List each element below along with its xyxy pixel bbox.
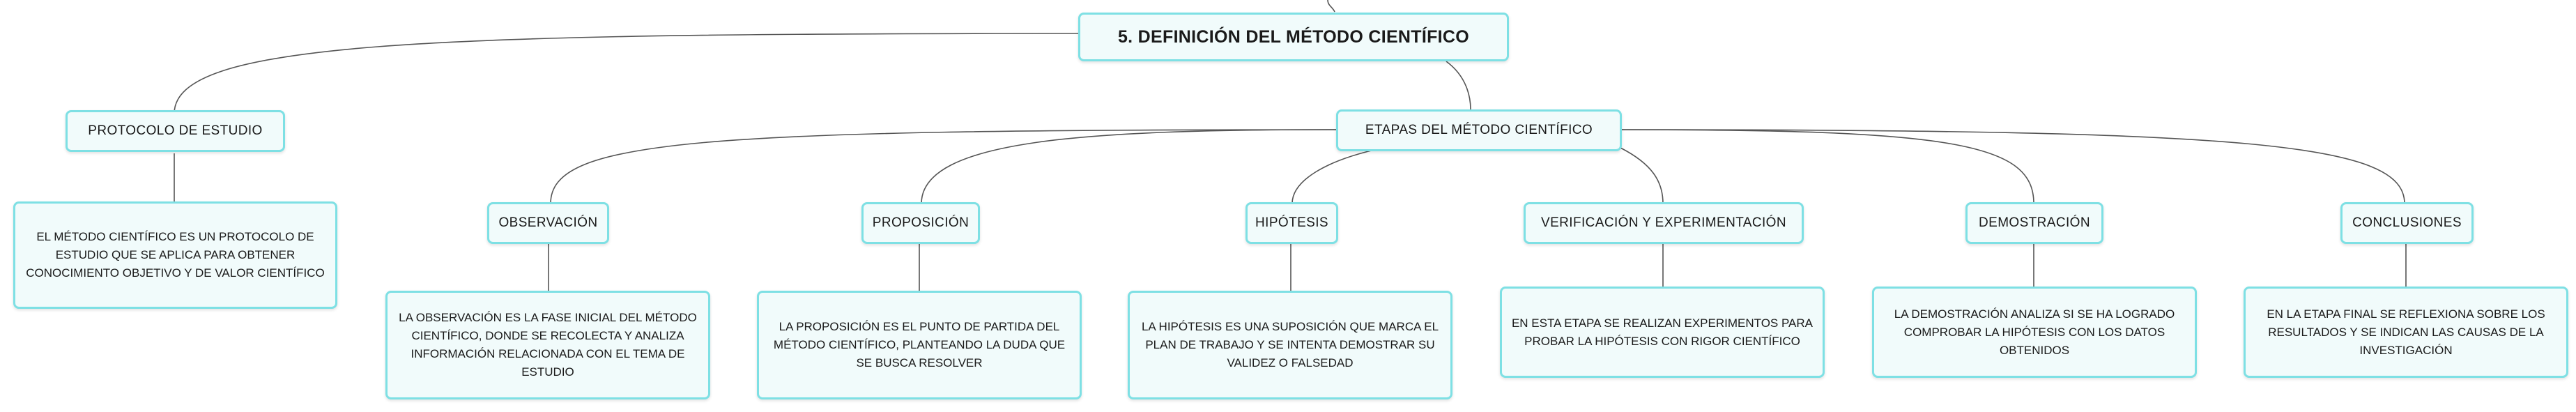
observacion-desc-text: LA OBSERVACIÓN ES LA FASE INICIAL DEL MÉ… xyxy=(399,311,697,379)
demostracion-node[interactable]: DEMOSTRACIÓN xyxy=(1965,202,2103,244)
observacion-label: OBSERVACIÓN xyxy=(498,215,598,230)
observacion-node[interactable]: OBSERVACIÓN xyxy=(487,202,609,244)
connector-etapas-proposicion xyxy=(921,129,1337,204)
hipotesis-label: HIPÓTESIS xyxy=(1255,215,1328,230)
protocolo-desc-text: EL MÉTODO CIENTÍFICO ES UN PROTOCOLO DE … xyxy=(26,230,325,280)
hipotesis-node[interactable]: HIPÓTESIS xyxy=(1245,202,1338,244)
protocolo-desc-node[interactable]: EL MÉTODO CIENTÍFICO ES UN PROTOCOLO DE … xyxy=(13,201,337,309)
demostracion-label: DEMOSTRACIÓN xyxy=(1979,215,2090,230)
connector-etapas-verificacion xyxy=(1620,147,1664,204)
proposicion-label: PROPOSICIÓN xyxy=(872,215,969,230)
verificacion-desc-node[interactable]: EN ESTA ETAPA SE REALIZAN EXPERIMENTOS P… xyxy=(1500,287,1825,378)
observacion-desc-node[interactable]: LA OBSERVACIÓN ES LA FASE INICIAL DEL MÉ… xyxy=(385,291,710,399)
etapas-node[interactable]: ETAPAS DEL MÉTODO CIENTÍFICO xyxy=(1336,109,1622,151)
verificacion-desc-text: EN ESTA ETAPA SE REALIZAN EXPERIMENTOS P… xyxy=(1511,316,1814,348)
protocolo-label: PROTOCOLO DE ESTUDIO xyxy=(88,123,263,138)
demostracion-desc-text: LA DEMOSTRACIÓN ANALIZA SI SE HA LOGRADO… xyxy=(1894,307,2175,357)
conclusiones-desc-text: EN LA ETAPA FINAL SE REFLEXIONA SOBRE LO… xyxy=(2267,307,2545,357)
verificacion-node[interactable]: VERIFICACIÓN Y EXPERIMENTACIÓN xyxy=(1524,202,1804,244)
connector-etapas-observacion xyxy=(550,129,1337,204)
connector-root-parent xyxy=(1327,0,1335,13)
proposicion-desc-node[interactable]: LA PROPOSICIÓN ES EL PUNTO DE PARTIDA DE… xyxy=(757,291,1082,399)
connector-etapas-demostracion xyxy=(1620,129,2034,204)
conclusiones-label: CONCLUSIONES xyxy=(2352,215,2462,230)
conclusiones-node[interactable]: CONCLUSIONES xyxy=(2340,202,2474,244)
proposicion-desc-text: LA PROPOSICIÓN ES EL PUNTO DE PARTIDA DE… xyxy=(773,320,1066,369)
hipotesis-desc-text: LA HIPÓTESIS ES UNA SUPOSICIÓN QUE MARCA… xyxy=(1141,320,1439,369)
proposicion-node[interactable]: PROPOSICIÓN xyxy=(861,202,980,244)
connector-etapas-conclusiones xyxy=(1620,129,2405,204)
verificacion-label: VERIFICACIÓN Y EXPERIMENTACIÓN xyxy=(1541,215,1786,230)
etapas-label: ETAPAS DEL MÉTODO CIENTÍFICO xyxy=(1365,123,1593,137)
root-label: 5. DEFINICIÓN DEL MÉTODO CIENTÍFICO xyxy=(1117,26,1470,47)
demostracion-desc-node[interactable]: LA DEMOSTRACIÓN ANALIZA SI SE HA LOGRADO… xyxy=(1872,287,2197,378)
root-node[interactable]: 5. DEFINICIÓN DEL MÉTODO CIENTÍFICO xyxy=(1078,13,1509,61)
connector-root-protocolo xyxy=(174,33,1080,114)
conclusiones-desc-node[interactable]: EN LA ETAPA FINAL SE REFLEXIONA SOBRE LO… xyxy=(2244,287,2568,378)
protocolo-node[interactable]: PROTOCOLO DE ESTUDIO xyxy=(66,110,285,152)
hipotesis-desc-node[interactable]: LA HIPÓTESIS ES UNA SUPOSICIÓN QUE MARCA… xyxy=(1128,291,1452,399)
connector-root-etapas xyxy=(1446,61,1471,110)
connector-etapas-hipotesis xyxy=(1291,147,1384,204)
